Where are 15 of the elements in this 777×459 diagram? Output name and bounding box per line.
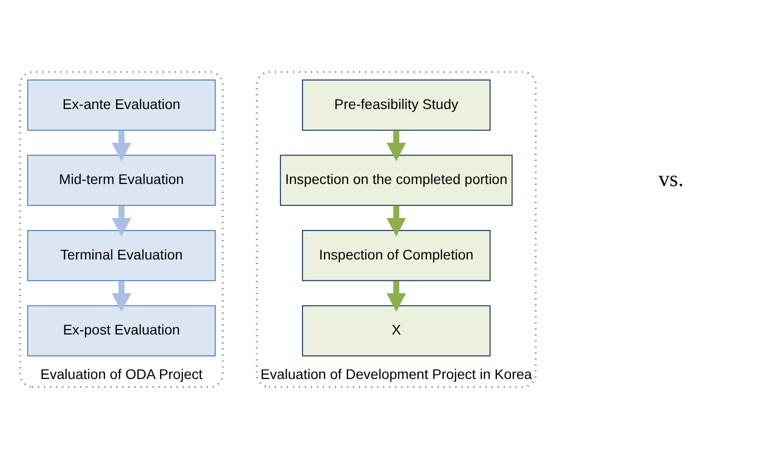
arrow — [386, 206, 406, 237]
node-box: Ex-ante Evaluation — [27, 80, 216, 131]
node-box: Inspection of Completion — [302, 230, 491, 282]
arrow — [112, 206, 132, 237]
label: vs. — [658, 166, 684, 191]
node-box: Terminal Evaluation — [27, 230, 216, 282]
arrow — [112, 280, 132, 312]
node-box: Mid-term Evaluation — [27, 154, 216, 206]
arrow — [386, 130, 406, 162]
arrow — [112, 130, 132, 162]
node-box: X — [302, 305, 491, 356]
arrow — [386, 280, 406, 312]
node-box: Ex-post Evaluation — [27, 305, 216, 356]
node-box: Inspection on the completed portion — [280, 154, 513, 206]
node-box: Pre-feasibility Study — [302, 80, 491, 131]
